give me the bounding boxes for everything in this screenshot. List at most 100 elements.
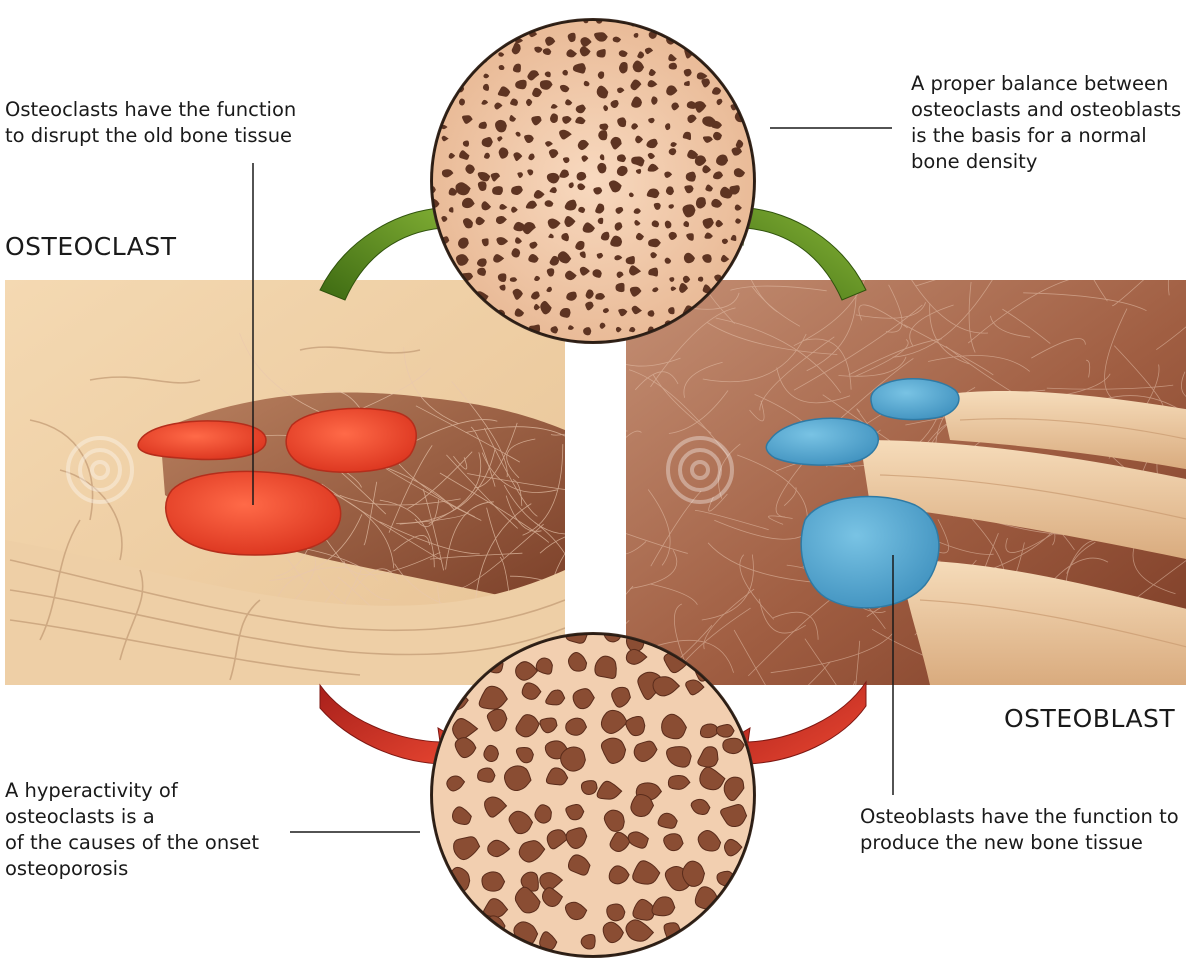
bone-pore [546,268,555,277]
bone-pore [697,746,719,768]
bone-pore [712,87,722,95]
bone-pore [694,155,707,166]
bone-pore [546,829,569,850]
bone-pore [687,149,699,160]
bone-pore [462,115,473,124]
bone-pore [511,185,523,195]
bone-pore [683,252,695,264]
bone-pore [730,234,737,242]
bone-pore [528,153,535,161]
bone-pore [702,217,714,229]
bone-pore [562,157,570,164]
bone-pore [611,686,631,708]
bone-pore [615,207,624,214]
bone-pore [603,634,623,643]
bone-pore [647,152,655,160]
bone-pore [547,218,561,229]
collagen-fiber [1132,542,1176,595]
bone-pore [632,60,645,73]
hyperactivity-note: A hyperactivity of osteoclasts is a of t… [5,779,260,880]
bone-pore [559,129,572,140]
collagen-fiber [650,307,736,388]
bone-pore [635,232,644,241]
collagen-fiber [453,455,468,470]
bone-pore [597,217,604,225]
bone-pore [705,184,713,192]
bone-pore [664,220,672,229]
bone-pore [664,171,673,178]
new-bone-strand [860,440,1186,559]
collagen-fiber [1086,359,1091,378]
bone-pore [713,171,724,180]
osteoblast-label: OSTEOBLAST [1004,704,1176,733]
collagen-fiber [758,598,806,634]
collagen-fiber [1046,384,1174,390]
bone-pore [486,708,508,732]
new-bone-strand [900,560,1186,685]
collagen-fiber [388,445,433,533]
bone-pore [462,218,473,229]
osteoblast-cell [870,378,960,421]
bone-pore [453,836,481,861]
collagen-fiber [1101,395,1186,415]
bone-pore [599,123,609,131]
bone-pore [608,180,622,193]
bone-pore [669,277,675,282]
bone-pore [687,114,697,124]
bone-pore [481,99,489,105]
bone-pore [576,171,587,181]
collagen-fiber [739,554,775,620]
bone-pore [597,71,605,79]
bone-pore [514,886,541,914]
bone-pore [702,165,711,174]
collagen-fiber [1156,326,1186,351]
bone-pore [564,199,577,211]
bone-pore [637,51,645,59]
collagen-fiber [352,568,399,591]
collagen-fiber [903,324,994,376]
collagen-fiber [509,575,565,589]
bone-pore [630,79,642,91]
collagen-fiber [446,454,518,529]
bone-pore [567,652,588,672]
bone-pore [549,187,557,194]
bone-pore [686,101,698,109]
bone-pore [618,50,628,57]
bone-pore [509,277,518,282]
collagen-fiber [749,400,765,422]
bone-pore [629,286,642,297]
bone-pore [478,685,508,710]
bone-pore [600,709,628,734]
collagen-fiber [737,454,808,522]
bone-pore [583,327,592,336]
bone-pore [668,148,677,156]
collagen-fiber [848,338,942,376]
bone-pore [670,286,677,292]
bone-pore [668,62,678,70]
bone-pore [625,919,655,942]
bone-pore [580,933,596,950]
watermark [66,436,134,504]
collagen-fiber [403,347,459,425]
collagen-fiber [1104,308,1128,399]
collagen-fiber [701,554,754,621]
bone-pore [683,68,692,77]
collagen-fiber [386,467,455,511]
bone-pore [614,255,623,261]
bone-pore [648,68,656,76]
bone-pore [629,326,636,333]
collagen-fiber [626,533,688,554]
bone-pore [484,152,490,159]
bone-pore [618,308,628,317]
bone-pore [685,171,696,182]
bone-pore [481,201,492,211]
bone-pore [483,744,500,763]
collagen-fiber [751,286,801,327]
bone-pore [633,32,639,38]
collagen-fiber [343,551,441,576]
collagen-fiber [321,483,442,561]
bone-pore [648,117,655,124]
collagen-fiber [804,638,837,685]
bone-pore [715,723,735,738]
bone-pore [713,131,722,141]
